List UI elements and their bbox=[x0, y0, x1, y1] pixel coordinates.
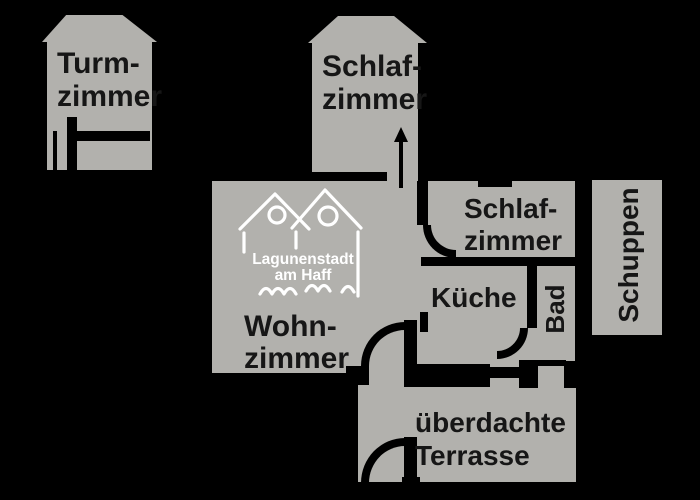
terrasse-door-leaf bbox=[404, 437, 417, 487]
label-wohnzimmer: Wohn- zimmer bbox=[244, 310, 350, 375]
bad-wall-tab-left bbox=[519, 360, 538, 388]
arrow-head bbox=[394, 127, 408, 142]
label-schlafzimmer-right: Schlaf- zimmer bbox=[464, 193, 563, 256]
room-schuppen bbox=[592, 180, 662, 335]
kueche-hall-jamb bbox=[420, 312, 428, 332]
lagunenstadt-logo: Lagunenstadt am Haff bbox=[238, 188, 363, 298]
logo-wave-left bbox=[258, 286, 298, 296]
label-bad: Bad bbox=[539, 284, 570, 334]
bad-wall-tab-right bbox=[564, 361, 578, 388]
turm-stair-bar-vertical bbox=[67, 117, 77, 170]
door-swing-arc-schlafzimmer bbox=[423, 225, 456, 258]
hall-door-leaf bbox=[404, 320, 417, 368]
schlafzimmer-door-jamb bbox=[417, 181, 428, 225]
schlafzimmer-kueche-wall bbox=[421, 257, 575, 266]
schlafzimmer-tower-roof bbox=[308, 16, 427, 43]
kueche-bottom-wall-thin bbox=[490, 367, 528, 378]
logo-house-right-roof bbox=[290, 188, 363, 230]
logo-wave-right bbox=[340, 284, 356, 294]
arrow-shaft bbox=[399, 140, 403, 188]
room-turmzimmer bbox=[47, 42, 152, 170]
bad-bottom-line bbox=[538, 360, 566, 366]
label-schuppen: Schuppen bbox=[613, 187, 644, 323]
hall-door-stub bbox=[346, 366, 369, 385]
kueche-bad-wall bbox=[527, 266, 537, 328]
turmzimmer-roof bbox=[42, 15, 157, 42]
tower-bottom-wall bbox=[312, 172, 387, 181]
turm-stair-bar-horizontal bbox=[72, 131, 150, 141]
logo-text-line1: Lagunenstadt bbox=[252, 251, 354, 268]
terrasse-door-hinge bbox=[402, 477, 420, 490]
logo-text-line2: am Haff bbox=[275, 267, 333, 284]
logo-house-left-roof bbox=[238, 192, 311, 231]
label-schlafzimmer-tower: Schlaf- zimmer bbox=[322, 50, 428, 116]
schlafzimmer-window-notch bbox=[478, 174, 512, 187]
logo-house-right-window bbox=[317, 205, 339, 227]
label-turmzimmer: Turm- zimmer bbox=[57, 47, 163, 113]
turm-stair-line-thin bbox=[53, 131, 57, 170]
logo-wave-middle bbox=[304, 283, 332, 293]
logo-house-left-window bbox=[267, 205, 287, 225]
label-terrasse: überdachte Terrasse bbox=[415, 407, 566, 471]
label-kueche: Küche bbox=[431, 282, 517, 313]
kueche-bottom-wall-thick bbox=[404, 364, 490, 387]
